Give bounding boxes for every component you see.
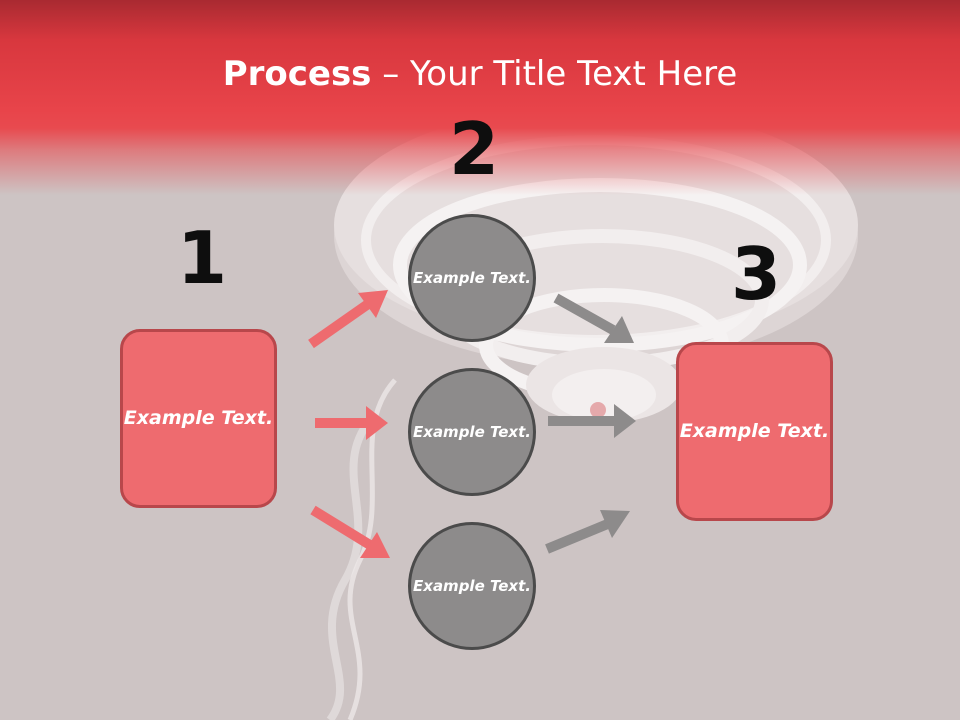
- gray-arrow-middle: [548, 404, 636, 438]
- title-bold: Process: [222, 54, 372, 94]
- red-arrow-lower: [310, 505, 390, 558]
- circle-top: Example Text.: [408, 214, 536, 342]
- gray-arrow-upper: [553, 293, 634, 343]
- circle-bottom: Example Text.: [408, 522, 536, 650]
- gray-arrow-lower: [545, 510, 630, 554]
- red-arrow-upper: [308, 290, 388, 349]
- right-box: Example Text.: [676, 342, 833, 521]
- circle-middle: Example Text.: [408, 368, 536, 496]
- red-arrow-middle: [315, 406, 388, 440]
- step-number-3: 3: [731, 232, 782, 316]
- header-band: [0, 0, 960, 200]
- step-number-2: 2: [449, 107, 500, 191]
- step-number-1: 1: [177, 216, 228, 300]
- slide-title: Process – Your Title Text Here: [0, 52, 960, 96]
- left-box: Example Text.: [120, 329, 277, 508]
- title-rest: – Your Title Text Here: [371, 54, 738, 94]
